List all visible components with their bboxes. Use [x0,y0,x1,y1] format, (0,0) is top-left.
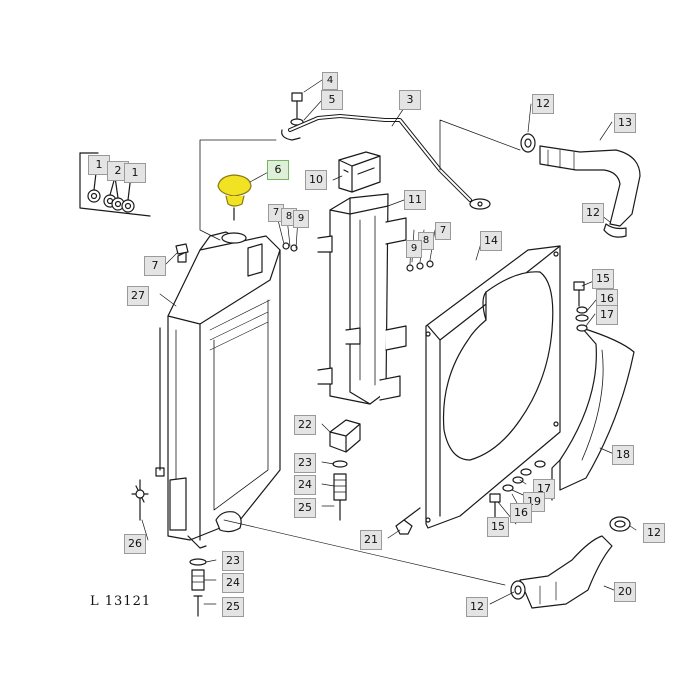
callout-7: 7 [144,256,166,276]
drawing-reference-number: L 13121 [90,594,152,609]
callout-23: 23 [294,453,316,473]
callout-11: 11 [404,190,426,210]
callout-9: 9 [406,240,422,258]
callout-24: 24 [222,573,244,593]
seal-strip [551,327,635,501]
mount-block-assembly [329,419,361,521]
callout-16: 16 [596,289,618,309]
callout-1: 1 [124,163,146,183]
callout-15: 15 [487,517,509,537]
callout-21: 21 [360,530,382,550]
callout-12: 12 [643,523,665,543]
drain-cock [131,479,149,521]
fan-shroud [425,245,561,529]
callout-12: 12 [532,94,554,114]
fastener-stack-lower [489,460,546,519]
callout-12: 12 [466,597,488,617]
bracket-10 [338,151,381,193]
callout-3: 3 [399,90,421,110]
callout-12: 12 [582,203,604,223]
bolt-21 [395,507,421,535]
callout-24: 24 [294,475,316,495]
callout-18: 18 [612,445,634,465]
bottom-fasteners [189,558,207,617]
small-fasteners [175,242,434,272]
callout-9: 9 [293,210,309,228]
callout-1: 1 [88,155,110,175]
callout-4: 4 [322,72,338,90]
callout-7: 7 [268,204,284,222]
callout-6-highlighted: 6 [267,160,289,180]
side-bracket-11 [317,193,407,405]
callout-15: 15 [592,269,614,289]
upper-hose [520,133,641,238]
callout-16: 16 [510,503,532,523]
callout-26: 26 [124,534,146,554]
callout-27: 27 [127,286,149,306]
leader-lines [199,119,521,241]
callout-20: 20 [614,582,636,602]
radiator-core [155,231,281,549]
callout-13: 13 [614,113,636,133]
radiator-cap-highlighted [217,174,252,221]
callout-25: 25 [222,597,244,617]
callout-22: 22 [294,415,316,435]
callout-7: 7 [435,222,451,240]
callout-17: 17 [596,305,618,325]
callout-23: 23 [222,551,244,571]
callout-25: 25 [294,498,316,518]
lower-hose [510,516,631,609]
callout-14: 14 [480,231,502,251]
callout-5: 5 [321,90,343,110]
callout-10: 10 [305,170,327,190]
inset-fastener-group [79,152,151,217]
fastener-stack-upper [573,281,589,332]
